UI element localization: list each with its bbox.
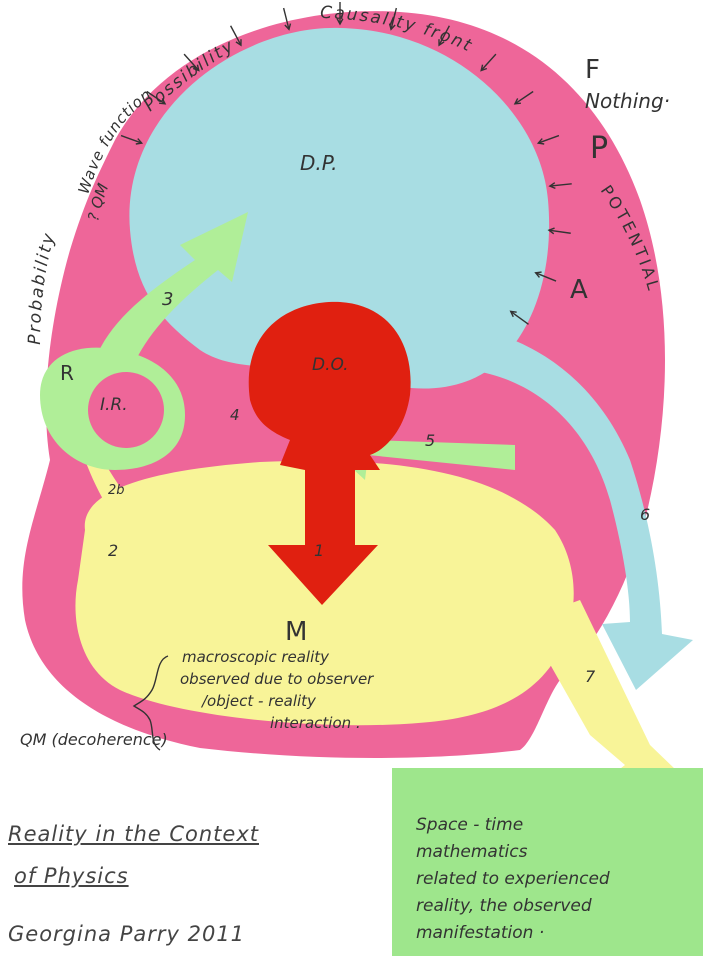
box-line-2: mathematics [416,839,696,866]
box-line-5: manifestation · [416,920,696,947]
space-time-box: Space - time mathematics related to expe… [392,768,703,956]
box-line-1: Space - time [416,812,696,839]
m-note-line3: /object - reality [200,692,317,710]
dp-label: D.P. [300,151,337,175]
title-line-1: Reality in the Context [8,822,259,846]
m-note-line4: interaction . [270,714,361,732]
number-2: 2 [108,541,118,560]
box-line-3: related to experienced [416,866,696,893]
title-line-2: of Physics [14,864,129,888]
do-label: D.O. [312,355,349,375]
number-5: 5 [425,431,435,450]
r-label: R [60,361,74,385]
box-line-4: reality, the observed [416,893,696,920]
ir-label: I.R. [100,395,128,415]
qm-decoherence-label: QM (decoherence) [20,730,168,749]
number-4: 4 [230,406,240,424]
nothing-label: Nothing· [585,89,670,113]
m-note-line2: observed due to observer [180,670,374,688]
a-label: A [570,275,588,305]
f-label: F [585,55,600,85]
number-7: 7 [585,667,596,686]
number-2b: 2b [108,483,125,498]
number-6: 6 [640,505,650,524]
author-line: Georgina Parry 2011 [8,922,245,946]
p-label: P [590,131,608,166]
number-1: 1 [314,541,324,560]
number-3: 3 [162,289,173,310]
m-label: M [285,617,307,647]
space-time-text: Space - time mathematics related to expe… [416,812,696,947]
m-note-line1: macroscopic reality [182,648,330,666]
